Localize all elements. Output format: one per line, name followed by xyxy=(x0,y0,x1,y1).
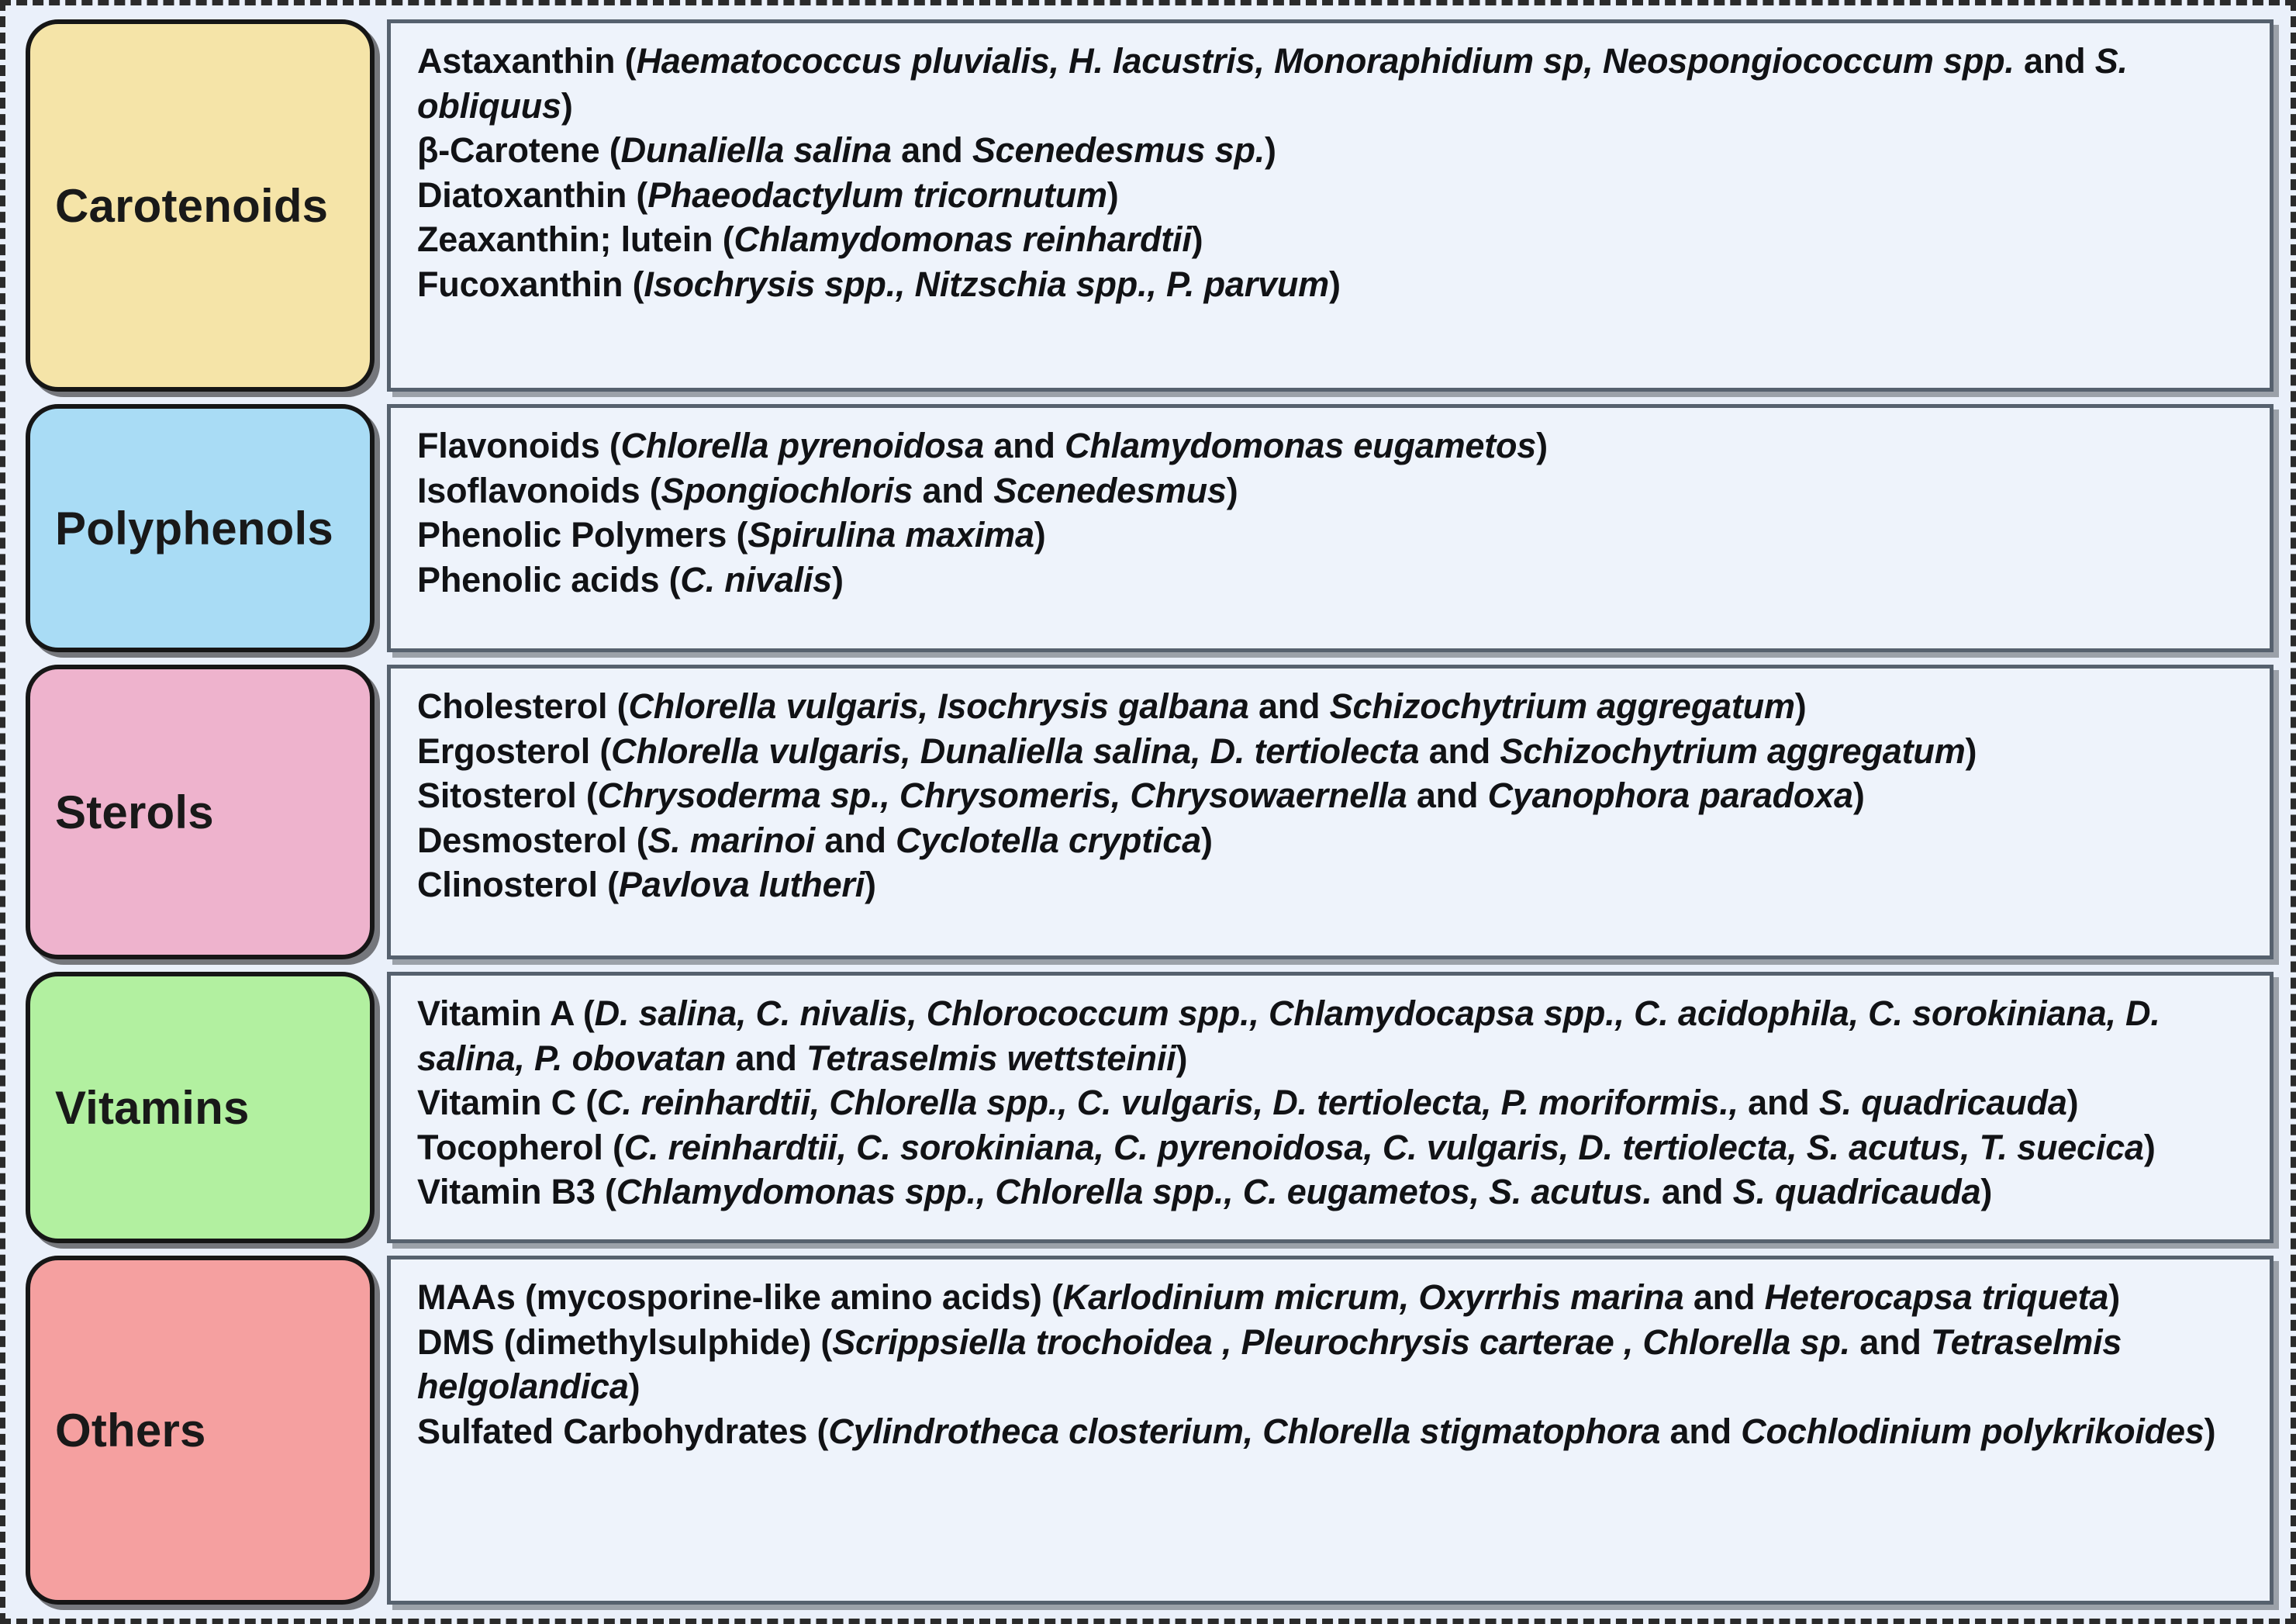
category-row-polyphenols: Polyphenols Flavonoids (Chlorella pyreno… xyxy=(26,404,2274,652)
compound-entry: Phenolic Polymers (Spirulina maxima) xyxy=(417,515,1046,555)
compound-entry: Fucoxanthin (Isochrysis spp., Nitzschia … xyxy=(417,264,1341,304)
description-box-vitamins: Vitamin A (D. salina, C. nivalis, Chloro… xyxy=(387,972,2274,1243)
category-row-carotenoids: Carotenoids Astaxanthin (Haematococcus p… xyxy=(26,19,2274,392)
compound-entry: β-Carotene (Dunaliella salina and Scened… xyxy=(417,130,1276,171)
description-box-carotenoids: Astaxanthin (Haematococcus pluvialis, H.… xyxy=(387,19,2274,392)
compound-entry: Phenolic acids (C. nivalis) xyxy=(417,559,844,599)
category-label-vitamins: Vitamins xyxy=(55,1081,250,1134)
category-box-others: Others xyxy=(26,1256,375,1605)
category-row-list: Carotenoids Astaxanthin (Haematococcus p… xyxy=(26,19,2274,1605)
category-box-vitamins: Vitamins xyxy=(26,972,375,1243)
description-box-polyphenols: Flavonoids (Chlorella pyrenoidosa and Ch… xyxy=(387,404,2274,652)
compound-entry: Vitamin A (D. salina, C. nivalis, Chloro… xyxy=(417,993,2160,1078)
description-box-sterols: Cholesterol (Chlorella vulgaris, Isochry… xyxy=(387,665,2274,959)
compound-entry: Vitamin B3 (Chlamydomonas spp., Chlorell… xyxy=(417,1172,1993,1212)
category-box-carotenoids: Carotenoids xyxy=(26,19,375,392)
category-label-carotenoids: Carotenoids xyxy=(55,179,329,232)
compound-entry: Cholesterol (Chlorella vulgaris, Isochry… xyxy=(417,686,1807,726)
compound-entry: Vitamin C (C. reinhardtii, Chlorella spp… xyxy=(417,1083,2079,1123)
category-label-others: Others xyxy=(55,1404,206,1456)
category-row-sterols: Sterols Cholesterol (Chlorella vulgaris,… xyxy=(26,665,2274,959)
category-row-vitamins: Vitamins Vitamin A (D. salina, C. nivali… xyxy=(26,972,2274,1243)
compound-entry: Desmosterol (S. marinoi and Cyclotella c… xyxy=(417,820,1213,860)
compound-entry: Isoflavonoids (Spongiochloris and Scened… xyxy=(417,470,1238,510)
category-box-sterols: Sterols xyxy=(26,665,375,959)
category-row-others: Others MAAs (mycosporine-like amino acid… xyxy=(26,1256,2274,1605)
compound-entry: Tocopherol (C. reinhardtii, C. sorokinia… xyxy=(417,1127,2156,1167)
compound-entry: Astaxanthin (Haematococcus pluvialis, H.… xyxy=(417,41,2128,126)
compound-entry: Ergosterol (Chlorella vulgaris, Dunaliel… xyxy=(417,731,1977,771)
category-label-sterols: Sterols xyxy=(55,786,214,838)
category-label-polyphenols: Polyphenols xyxy=(55,502,333,555)
compound-entry: Clinosterol (Pavlova lutheri) xyxy=(417,865,876,905)
compound-entry: Flavonoids (Chlorella pyrenoidosa and Ch… xyxy=(417,426,1548,465)
compound-entry: MAAs (mycosporine-like amino acids) (Kar… xyxy=(417,1277,2121,1317)
compound-entry: Diatoxanthin (Phaeodactylum tricornutum) xyxy=(417,174,1119,215)
compound-entry: Sulfated Carbohydrates (Cylindrotheca cl… xyxy=(417,1411,2216,1451)
category-box-polyphenols: Polyphenols xyxy=(26,404,375,652)
compound-entry: Sitosterol (Chrysoderma sp., Chrysomeris… xyxy=(417,776,1865,816)
compound-entry: DMS (dimethylsulphide) (Scrippsiella tro… xyxy=(417,1322,2122,1407)
compound-entry: Zeaxanthin; lutein (Chlamydomonas reinha… xyxy=(417,219,1203,260)
description-box-others: MAAs (mycosporine-like amino acids) (Kar… xyxy=(387,1256,2274,1605)
